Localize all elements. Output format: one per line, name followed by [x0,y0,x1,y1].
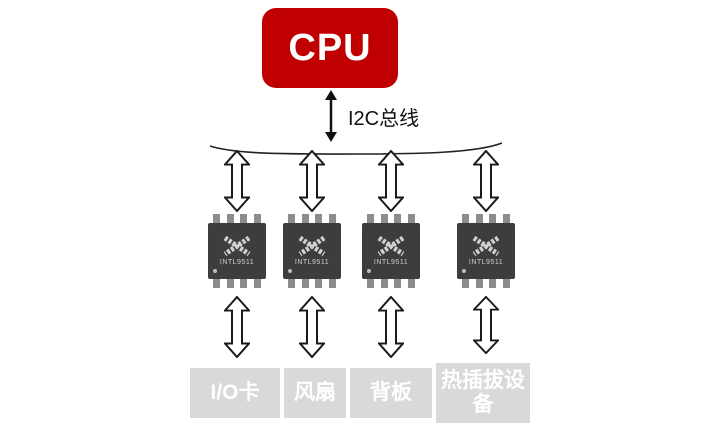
cpu-box: CPU [262,8,398,88]
chip-pins-bottom [362,279,420,288]
chip-pins-top [457,214,515,223]
chip-pin1-dot [213,269,217,273]
chip-pins-top [362,214,420,223]
device-box-io-card: I/O卡 [190,368,280,418]
double-arrow-icon [473,150,499,212]
chip-pins-bottom [283,279,341,288]
chip-logo-x-icon [472,236,500,256]
device-label: 热插拔设备 [441,368,525,416]
chip-pin1-dot [462,269,466,273]
double-arrow-icon [378,150,404,212]
chip-body: INTL9511 [362,223,420,279]
chip-pins-bottom [457,279,515,288]
double-arrow-icon [299,150,325,212]
double-arrow-icon [378,296,404,358]
chip-logo-x-icon [298,236,326,256]
device-box-hotswap: 热插拔设备 [436,363,530,423]
chip-pin1-dot [367,269,371,273]
double-arrow-icon [473,296,499,354]
double-arrow-icon [224,296,250,358]
chip-logo-x-icon [223,236,251,256]
device-box-fan: 风扇 [284,368,346,418]
chip-package: INTL9511 [204,214,270,288]
device-label: I/O卡 [210,380,260,404]
chip-package: INTL9511 [358,214,424,288]
device-label: 背板 [370,380,412,404]
chip-part-number: INTL9511 [294,259,330,266]
chip-pins-top [283,214,341,223]
double-arrow-icon [224,150,250,212]
chip-body: INTL9511 [208,223,266,279]
chip-part-number: INTL9511 [468,259,504,266]
chip-package: INTL9511 [453,214,519,288]
chip-body: INTL9511 [457,223,515,279]
device-label: 风扇 [294,380,336,404]
bus-span-line [209,142,503,155]
chip-pins-top [208,214,266,223]
device-box-backplane: 背板 [350,368,432,418]
double-arrow-icon [299,296,325,358]
chip-pin1-dot [288,269,292,273]
cpu-bus-double-arrow-icon [325,90,337,142]
chip-pins-bottom [208,279,266,288]
chip-package: INTL9511 [279,214,345,288]
bus-label: I2C总线 [348,108,420,130]
chip-logo-x-icon [377,236,405,256]
chip-part-number: INTL9511 [219,259,255,266]
chip-part-number: INTL9511 [373,259,409,266]
chip-body: INTL9511 [283,223,341,279]
